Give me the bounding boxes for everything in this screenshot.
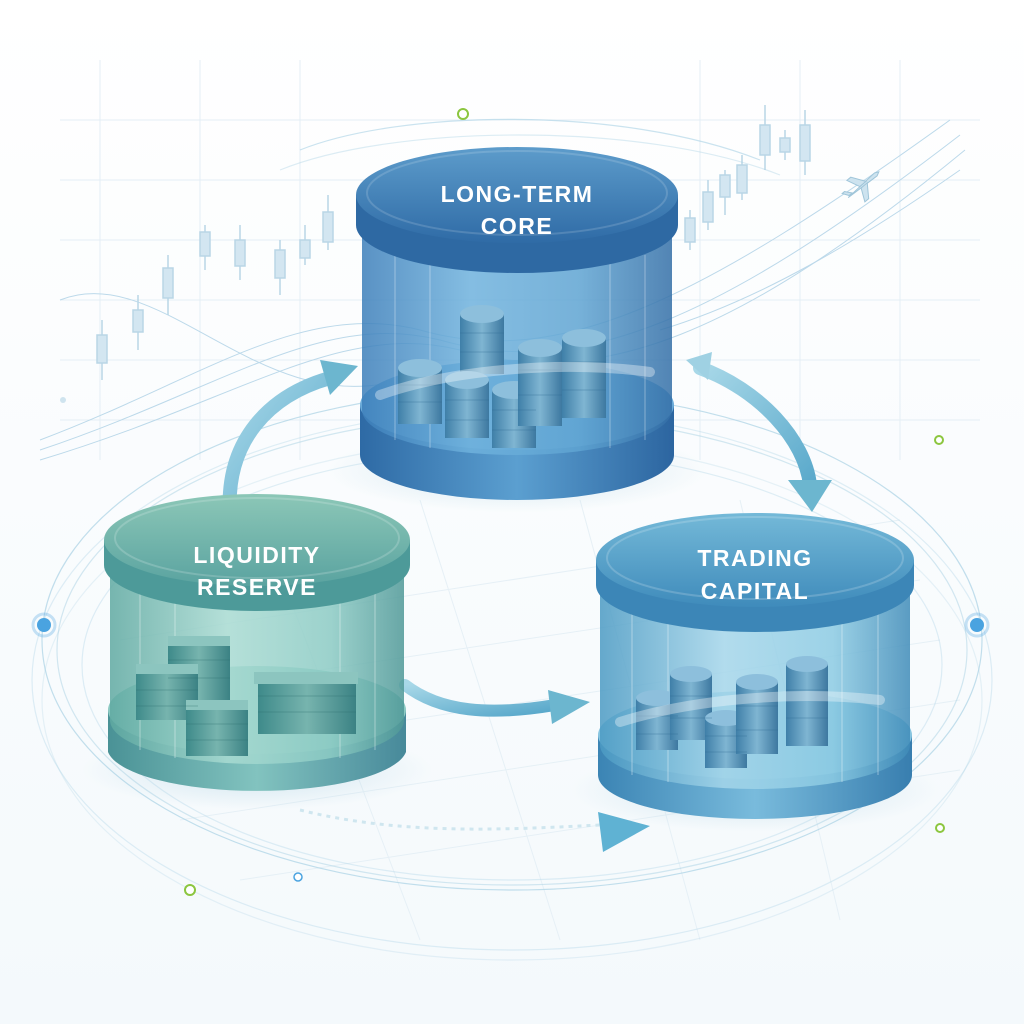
pool-label-line2: RESERVE — [197, 574, 317, 600]
flow-arrow-core-to-trading — [686, 352, 832, 512]
orbit-nodes — [31, 108, 990, 896]
pool-label-line1: LONG-TERM — [441, 181, 594, 207]
flow-arrow-reserve-to-trading — [399, 679, 590, 724]
flow-arrow-reserve-to-core — [222, 360, 358, 522]
pool-label-line1: LIQUIDITY — [193, 542, 320, 568]
pool-long-term-core: LONG-TERM CORE — [356, 147, 678, 500]
flow-arrow-orbit — [299, 808, 650, 852]
coin-stack-icon — [398, 305, 606, 448]
pool-label-line2: CORE — [481, 213, 553, 239]
pool-label-line2: CAPITAL — [701, 578, 809, 604]
cash-bundle-icon — [136, 636, 358, 756]
coin-stack-icon — [636, 656, 828, 768]
pool-label-line1: TRADING — [697, 545, 812, 571]
candlestick-icon — [96, 105, 811, 380]
airplane-icon — [841, 171, 880, 203]
pool-liquidity-reserve: LIQUIDITY RESERVE — [104, 494, 410, 791]
pool-trading-capital: TRADING CAPITAL — [596, 513, 914, 819]
